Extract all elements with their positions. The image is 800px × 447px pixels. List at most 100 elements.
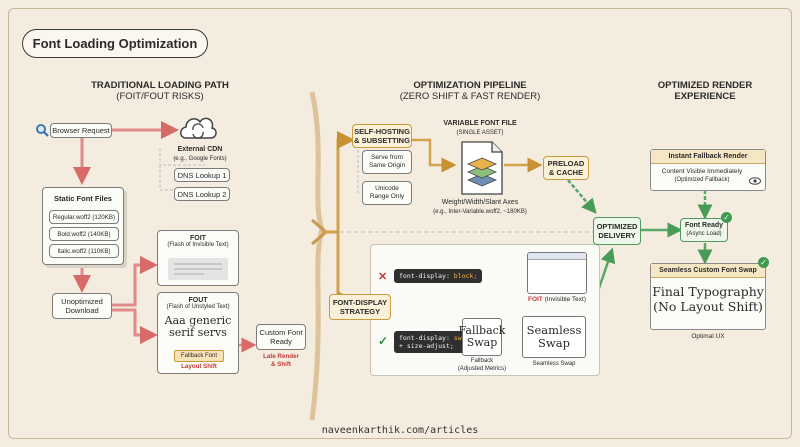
instant-fallback-body: Content Visible Immediately (Optimized F…	[651, 168, 765, 184]
font-ready-line1: Font Ready	[684, 222, 724, 229]
unoptimized-download-box: Unoptimized Download	[52, 293, 112, 319]
unicode-line1: Unicode	[375, 185, 399, 192]
foit-card: FOIT (Flash of Invisible Text)	[157, 230, 239, 286]
code-block-val: block;	[453, 272, 478, 280]
self-hosting-line2: & SUBSETTING	[354, 136, 410, 145]
font-ready-check-icon: ✓	[721, 212, 732, 223]
preload-line2: & CACHE	[548, 168, 584, 177]
check-icon: ✓	[378, 334, 389, 348]
serve-line1: Serve from	[371, 154, 403, 161]
static-font-files-title: Static Font Files	[54, 194, 112, 203]
late-render-label: Late Render & Shift	[256, 353, 306, 369]
font-file-italic: Italic.woff2 (110KB)	[49, 244, 119, 258]
seamless-swap-preview: Seamless Swap	[522, 316, 586, 358]
seamless-custom-font-card: Seamless Custom Font Swap Final Typograp…	[650, 263, 766, 330]
foit-caption: FOIT	[527, 296, 543, 303]
fout-sample-line2: serif servs	[169, 326, 227, 339]
fout-sample-text: Aaa generic serif servs	[158, 315, 238, 339]
right-heading: OPTIMIZED RENDER EXPERIENCE	[640, 80, 770, 102]
variable-sub: (SINGLE ASSET)	[456, 129, 504, 136]
variable-font-label: VARIABLE FONT FILE (SINGLE ASSET)	[430, 120, 530, 137]
seamless-caption: Seamless Swap	[532, 361, 576, 367]
instant-fallback-title: Instant Fallback Render	[651, 150, 765, 164]
axes-label: Weight/Width/Slant Axes (e.g., Inter-Var…	[415, 199, 545, 216]
layout-shift-label: Layout Shift	[181, 363, 217, 370]
optimal-ux-label: Optimal UX	[691, 333, 725, 340]
optimized-delivery-box: OPTIMIZED DELIVERY	[593, 217, 641, 245]
code-font-display-block: font-display: block;	[394, 269, 483, 283]
search-icon	[35, 123, 49, 137]
final-typography-sample: Final Typography (No Layout Shift)	[651, 284, 765, 314]
left-heading: TRADITIONAL LOADING PATH (FOIT/FOUT RISK…	[70, 80, 250, 102]
custom-line1: Custom Font	[259, 328, 303, 337]
unicode-line2: Range Only	[369, 193, 405, 200]
fallback-box-line2: Swap	[466, 336, 498, 349]
middle-heading-line1: OPTIMIZATION PIPELINE	[413, 80, 527, 91]
fallback-box-line1: Fallback	[458, 324, 506, 337]
middle-heading: OPTIMIZATION PIPELINE (ZERO SHIFT & FAST…	[390, 80, 550, 102]
left-heading-line1: TRADITIONAL LOADING PATH	[91, 80, 229, 91]
preload-cache-box: PRELOAD & CACHE	[543, 156, 589, 180]
fout-sample-line1: Aaa generic	[164, 314, 232, 327]
serve-line2: Same Origin	[368, 162, 406, 169]
outer-frame	[8, 8, 792, 439]
invisible-text-placeholder	[168, 258, 228, 280]
code-swap-prop: font-display:	[399, 334, 450, 342]
foit-preview-window	[527, 252, 587, 294]
font-file-regular: Regular.woff2 (120KB)	[49, 210, 119, 224]
foit-preview-caption: FOIT (Invisible Text)	[520, 296, 594, 305]
unoptimized-line1: Unoptimized	[61, 297, 103, 306]
cdn-label: External CDN (e.g., Google Fonts)	[170, 146, 230, 163]
fallback-font-tag: Fallback Font	[174, 350, 224, 362]
serve-same-origin-box: Serve from Same Origin	[362, 150, 412, 174]
font-display-strategy-box: FONT-DISPLAY STRATEGY	[329, 294, 391, 320]
final-line2: (No Layout Shift)	[653, 299, 763, 314]
self-hosting-box: SELF-HOSTING & SUBSETTING	[352, 124, 412, 148]
foit-sub: (Flash of Invisible Text)	[167, 242, 229, 248]
seamless-check-icon: ✓	[758, 257, 769, 268]
code-block-prop: font-display:	[399, 272, 450, 280]
middle-heading-line2: (ZERO SHIFT & FAST RENDER)	[399, 91, 541, 102]
footer-url[interactable]: naveenkarthik.com/articles	[321, 425, 479, 436]
instant-body-line2: (Optimized Fallback)	[674, 177, 730, 183]
browser-request-box: Browser Request	[50, 123, 112, 138]
seamless-title: Seamless Custom Font Swap	[651, 264, 765, 278]
dns-lookup-1: DNS Lookup 1	[174, 168, 230, 182]
font-ready-line2: (Async Load)	[686, 231, 722, 237]
seamless-box-line2: Swap	[538, 336, 570, 350]
fout-sub: (Flash of Unstyled Text)	[166, 304, 230, 310]
fallback-swap-preview: Fallback Swap	[459, 318, 505, 356]
fallback-caption-line2: (Adjusted Metrics)	[457, 365, 507, 372]
cdn-label-sub: (e.g., Google Fonts)	[173, 155, 227, 162]
custom-font-ready-box: Custom Font Ready	[256, 324, 306, 350]
right-heading-line2: EXPERIENCE	[674, 91, 736, 102]
font-ready-box: Font Ready (Async Load)	[680, 218, 728, 242]
instant-fallback-card: Instant Fallback Render Content Visible …	[650, 149, 766, 191]
unoptimized-line2: Download	[65, 306, 99, 315]
late-line2: & Shift	[271, 361, 291, 368]
font-display-line1: FONT-DISPLAY	[332, 298, 388, 307]
variable-title: VARIABLE FONT FILE	[443, 120, 517, 127]
unicode-range-box: Unicode Range Only	[362, 181, 412, 205]
cross-icon: ✕	[378, 271, 388, 283]
dns-lookup-2: DNS Lookup 2	[174, 187, 230, 201]
self-hosting-line1: SELF-HOSTING	[354, 127, 410, 136]
left-heading-line2: (FOIT/FOUT RISKS)	[116, 91, 204, 102]
instant-body-line1: Content Visible Immediately	[661, 168, 743, 175]
fallback-caption: Fallback (Adjusted Metrics)	[452, 358, 512, 373]
variable-font-file-icon	[458, 140, 506, 196]
optimized-line2: DELIVERY	[598, 231, 636, 240]
foit-caption-sub: (Invisible Text)	[544, 296, 587, 303]
preload-line1: PRELOAD	[547, 159, 585, 168]
seamless-box-line1: Seamless	[526, 323, 582, 337]
code-adjust: + size-adjust;	[399, 342, 454, 350]
font-display-line2: STRATEGY	[339, 307, 381, 316]
static-font-files-card: Static Font Files Regular.woff2 (120KB) …	[42, 187, 124, 265]
foit-title: FOIT	[190, 235, 206, 242]
axes-line2: (e.g., Inter-Variable.woff2, ~180KB)	[433, 208, 527, 215]
fallback-caption-line1: Fallback	[470, 358, 494, 364]
cdn-label-title: External CDN	[177, 146, 223, 153]
eye-icon	[749, 172, 761, 185]
cloud-sync-icon	[178, 110, 218, 144]
late-line1: Late Render	[263, 353, 299, 360]
